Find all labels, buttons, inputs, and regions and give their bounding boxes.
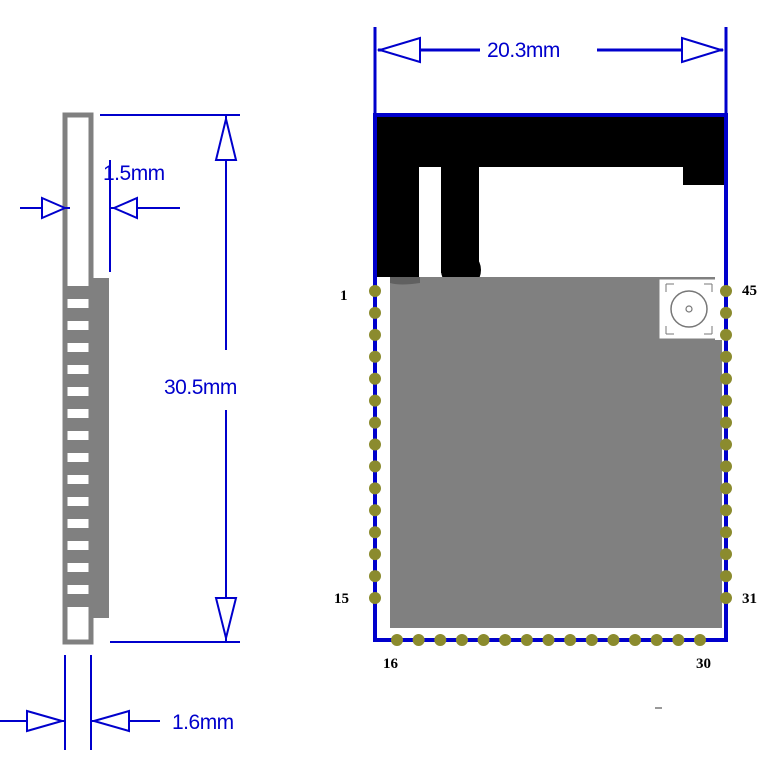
dimension-label-thickness-top: 1.5mm xyxy=(103,162,165,185)
dimension-1-6mm xyxy=(0,655,160,750)
pad-right xyxy=(720,417,732,429)
pad-left xyxy=(369,395,381,407)
pad-right xyxy=(720,570,732,582)
ufl-connector-icon xyxy=(660,280,718,338)
pad-bottom xyxy=(456,634,468,646)
shield-can-notch xyxy=(390,277,420,285)
pad-bottom xyxy=(521,634,533,646)
pad-left xyxy=(369,373,381,385)
side-view-pin xyxy=(66,352,90,365)
pin-label-30: 30 xyxy=(696,656,711,672)
dimension-label-width: 20.3mm xyxy=(487,39,560,62)
pad-bottom xyxy=(629,634,641,646)
side-view-shield xyxy=(90,278,109,618)
pad-left xyxy=(369,570,381,582)
pad-bottom xyxy=(543,634,555,646)
pad-right xyxy=(720,460,732,472)
pad-bottom xyxy=(434,634,446,646)
pad-right xyxy=(720,548,732,560)
pin-label-1: 1 xyxy=(340,288,348,304)
pad-bottom xyxy=(651,634,663,646)
side-view-pin xyxy=(66,550,90,563)
pad-right xyxy=(720,526,732,538)
pad-right xyxy=(720,504,732,516)
side-view-pin xyxy=(66,418,90,431)
antenna-trace-right xyxy=(683,117,724,185)
pin-label-15: 15 xyxy=(334,591,349,607)
pad-right xyxy=(720,373,732,385)
antenna-feed xyxy=(441,117,479,273)
pad-bottom xyxy=(564,634,576,646)
pad-left xyxy=(369,526,381,538)
pad-left xyxy=(369,351,381,363)
pad-left xyxy=(369,592,381,604)
antenna-trace-top xyxy=(377,117,724,167)
dimension-label-thickness-bottom: 1.6mm xyxy=(172,711,234,734)
side-view-pin xyxy=(66,330,90,343)
pad-right xyxy=(720,592,732,604)
pad-bottom xyxy=(586,634,598,646)
side-view-pin xyxy=(66,594,90,607)
pad-right xyxy=(720,307,732,319)
pad-bottom xyxy=(499,634,511,646)
side-view-pin xyxy=(66,462,90,475)
pad-bottom xyxy=(672,634,684,646)
side-view-pin xyxy=(66,506,90,519)
pad-right xyxy=(720,329,732,341)
dimension-label-height: 30.5mm xyxy=(164,376,237,399)
pad-left xyxy=(369,439,381,451)
pad-right xyxy=(720,482,732,494)
pad-right xyxy=(720,395,732,407)
pad-bottom xyxy=(694,634,706,646)
side-view-pin xyxy=(66,374,90,387)
pad-left xyxy=(369,460,381,472)
pad-bottom xyxy=(478,634,490,646)
pad-left xyxy=(369,417,381,429)
pad-left xyxy=(369,548,381,560)
pin-label-31: 31 xyxy=(742,591,757,607)
pin-label-16: 16 xyxy=(383,656,399,672)
pin-label-45: 45 xyxy=(742,283,757,299)
pad-left xyxy=(369,307,381,319)
side-view-pin xyxy=(66,440,90,453)
side-view-pin xyxy=(66,308,90,321)
pad-bottom xyxy=(607,634,619,646)
pad-right xyxy=(720,439,732,451)
side-view xyxy=(65,115,109,642)
pad-left xyxy=(369,329,381,341)
side-view-pin xyxy=(66,572,90,585)
pad-bottom xyxy=(391,634,403,646)
side-view-pin xyxy=(66,396,90,409)
side-view-pin xyxy=(66,528,90,541)
pad-left xyxy=(369,504,381,516)
side-view-pins xyxy=(66,286,90,607)
pad-right xyxy=(720,351,732,363)
pad-left xyxy=(369,482,381,494)
pad-left xyxy=(369,285,381,297)
pad-right xyxy=(720,285,732,297)
pad-bottom xyxy=(413,634,425,646)
side-view-pin xyxy=(66,484,90,497)
side-view-pin xyxy=(66,286,90,299)
antenna-trace-left xyxy=(377,117,419,277)
